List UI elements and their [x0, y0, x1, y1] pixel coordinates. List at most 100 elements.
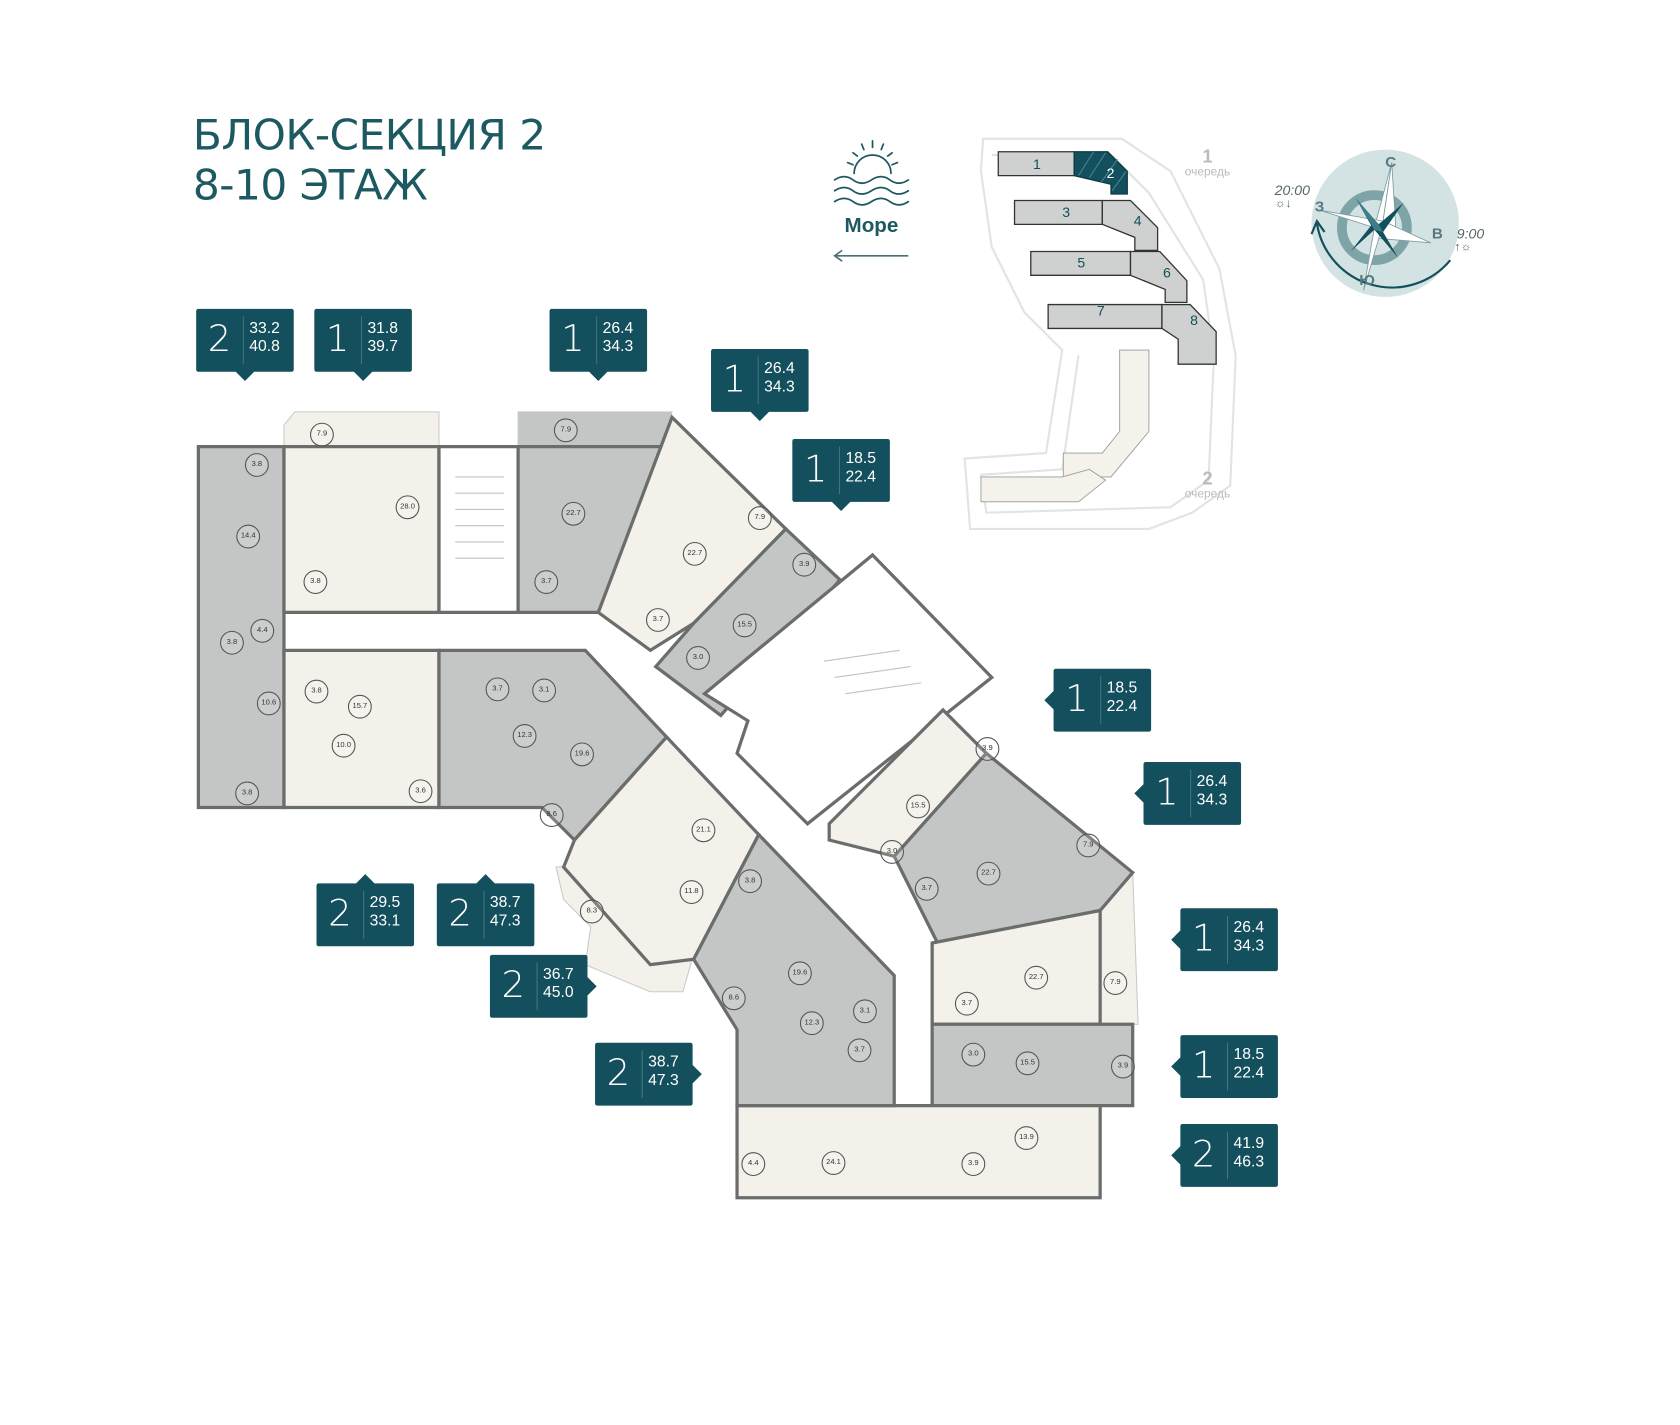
room-area-label: 3.8 — [303, 570, 328, 594]
living-area: 26.4 — [1196, 772, 1228, 791]
total-area: 22.4 — [845, 468, 877, 486]
living-area: 18.5 — [1233, 1045, 1265, 1064]
room-area-label: 24.1 — [821, 1151, 846, 1175]
room-area-label: 13.9 — [1014, 1126, 1039, 1151]
tag-divider — [363, 890, 365, 939]
living-area: 38.7 — [489, 894, 521, 912]
room-count: 2 — [207, 317, 232, 361]
arrow-left-icon — [833, 249, 909, 262]
living-area: 41.9 — [1233, 1134, 1265, 1153]
room-count: 1 — [325, 317, 350, 361]
tag-divider — [596, 316, 598, 365]
room-area-label: 8.3 — [579, 899, 604, 924]
tag-divider — [838, 446, 841, 495]
room-area-label: 3.7 — [954, 991, 979, 1016]
sea-direction-indicator: Море — [826, 139, 917, 262]
living-area: 36.7 — [543, 965, 574, 984]
total-area: 47.3 — [648, 1071, 679, 1090]
living-area: 18.5 — [845, 449, 877, 468]
site-block-8 — [1161, 303, 1217, 365]
tag-divider — [1226, 1131, 1229, 1180]
room-area-label: 3.8 — [304, 679, 329, 704]
room-area-label: 8.6 — [539, 803, 564, 828]
compass-south-label: Ю — [1359, 270, 1375, 289]
total-area: 34.3 — [764, 378, 795, 396]
room-count: 1 — [1155, 770, 1179, 815]
site-block-4 — [1101, 199, 1159, 252]
living-area: 38.7 — [648, 1053, 679, 1071]
room-area-label: 3.8 — [220, 630, 244, 655]
room-area-label: 3.6 — [408, 779, 433, 804]
living-area: 29.5 — [369, 894, 401, 912]
room-area-label: 3.1 — [532, 678, 557, 703]
compass-west-label: З — [1314, 197, 1325, 215]
tag-divider — [1100, 676, 1102, 725]
site-block-label: 1 — [1033, 156, 1041, 172]
total-area: 22.4 — [1106, 698, 1138, 716]
site-block-label: 3 — [1062, 204, 1070, 220]
site-block-label: 6 — [1163, 264, 1171, 280]
total-area: 46.3 — [1233, 1153, 1265, 1171]
room-count: 1 — [561, 317, 585, 361]
room-area-label: 22.7 — [976, 861, 1001, 886]
total-area: 34.3 — [1196, 791, 1228, 809]
room-count: 1 — [1065, 677, 1089, 721]
room-area-label: 3.7 — [646, 608, 670, 632]
room-area-label: 3.7 — [914, 876, 939, 901]
room-area-label: 3.8 — [738, 869, 762, 894]
site-block-label: 5 — [1077, 255, 1085, 271]
room-area-label: 7.9 — [1103, 971, 1128, 996]
site-map: 1 2 3 4 5 6 7 8 — [963, 137, 1237, 531]
tag-divider — [1226, 915, 1229, 964]
room-count: 1 — [722, 357, 747, 402]
total-area: 34.3 — [602, 338, 634, 356]
site-block-label: 4 — [1134, 212, 1142, 228]
block-section-title: БЛОК-СЕКЦИЯ 2 — [192, 111, 546, 161]
room-area-label: 7.9 — [747, 506, 772, 531]
sunrise-time: 9:00 — [1456, 225, 1485, 242]
room-area-label: 3.7 — [485, 677, 510, 702]
room-area-label: 12.3 — [799, 1011, 824, 1036]
apartment-2room-south — [735, 1103, 1102, 1200]
room-area-label: 7.9 — [553, 418, 578, 443]
room-area-label: 15.5 — [732, 613, 757, 638]
room-area-label: 3.9 — [792, 552, 817, 577]
room-count: 2 — [1191, 1132, 1216, 1177]
total-area: 40.8 — [249, 338, 280, 356]
room-area-label: 22.7 — [682, 541, 707, 566]
room-area-label: 10.0 — [331, 733, 356, 758]
total-area: 45.0 — [543, 984, 574, 1002]
room-count: 2 — [501, 963, 525, 1007]
tag-divider — [1190, 769, 1192, 818]
site-block-label: 7 — [1097, 302, 1105, 318]
room-area-label: 3.8 — [244, 453, 269, 477]
page-title: БЛОК-СЕКЦИЯ 2 8-10 ЭТАЖ — [193, 112, 546, 212]
total-area: 33.1 — [369, 912, 401, 930]
tag-divider — [483, 890, 485, 939]
